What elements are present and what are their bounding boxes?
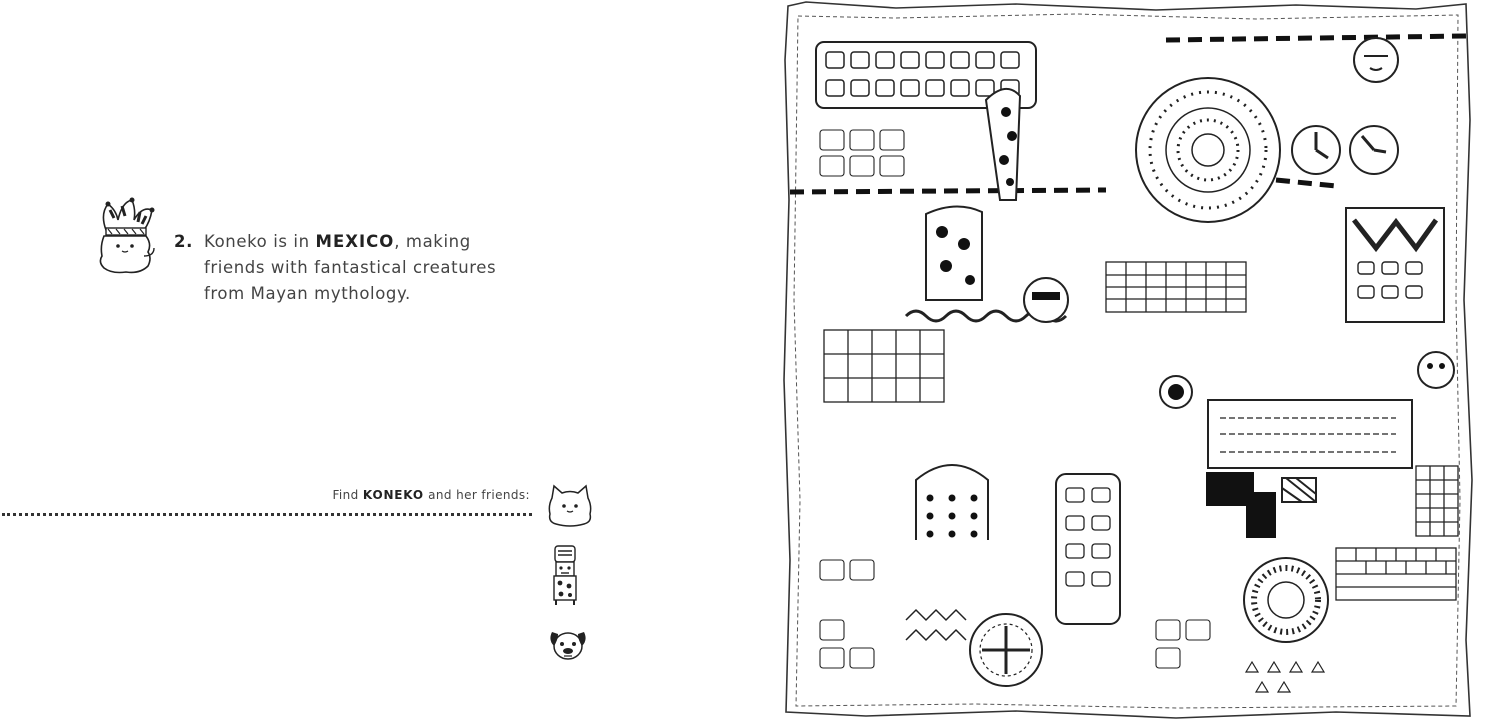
- find-label: Find KONEKO and her friends:: [332, 488, 530, 502]
- dotted-divider: [2, 513, 532, 516]
- koneko-cat-icon: [548, 484, 592, 527]
- right-page: [750, 0, 1500, 723]
- entry-line-3: from Mayan mythology.: [204, 284, 411, 303]
- spotted-dog-face-icon: [550, 632, 586, 660]
- country-name: MEXICO: [315, 232, 395, 251]
- entry-line-1: Koneko is in MEXICO, making: [204, 232, 471, 251]
- mayan-mural-illustration: [783, 1, 1473, 719]
- entry-text: 2. Koneko is in MEXICO, making friends w…: [174, 229, 497, 307]
- find-name: KONEKO: [362, 488, 424, 502]
- entry-number: 2.: [174, 232, 193, 251]
- entry-line-2: friends with fantastical creatures: [204, 258, 497, 277]
- mayan-totem-figure-icon: [553, 545, 577, 605]
- left-page: 2. Koneko is in MEXICO, making friends w…: [2, 197, 592, 660]
- koneko-jester-hat-icon: [99, 197, 155, 274]
